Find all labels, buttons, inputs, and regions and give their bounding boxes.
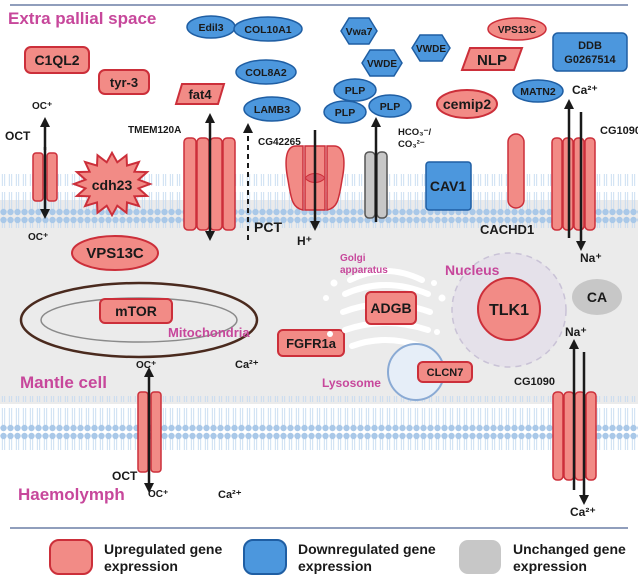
gene-nlp: NLP — [477, 52, 507, 69]
gene-clcn7: CLCN7 — [427, 367, 464, 379]
basal-membrane — [0, 396, 638, 450]
gene-mtor-box — [99, 298, 173, 324]
gene-vwde-shape-1 — [361, 49, 403, 77]
gene-ddb-line1: DDB — [578, 40, 602, 52]
gene-fat4: fat4 — [188, 87, 212, 102]
gene-clcn7-box — [417, 361, 473, 383]
gene-fgfr1a-box — [277, 329, 345, 357]
gene-lamb3: LAMB3 — [254, 104, 290, 116]
gene-adgb-box — [365, 291, 417, 325]
region-lysosome: Lysosome — [322, 376, 381, 390]
region-mitochondria: Mitochondria — [168, 325, 250, 340]
region-nucleus: Nucleus — [445, 262, 500, 278]
gene-col10a1-shape — [233, 16, 303, 42]
oct-label-bottom: OCT — [112, 469, 138, 483]
gene-vps13c-top-shape — [487, 17, 547, 41]
hco3-label-2: CO₃²⁻ — [398, 139, 425, 150]
oc-plus-bottom-1: OC⁺ — [136, 360, 156, 371]
ca2-cyto-label: Ca²⁺ — [235, 359, 259, 371]
legend-up-swatch — [49, 539, 93, 575]
gene-col8a2-shape — [235, 59, 297, 85]
cg1090-top-label: CG1090 — [600, 125, 638, 137]
gene-vps13c: VPS13C — [86, 245, 144, 262]
gene-vwde-shape-2 — [411, 34, 451, 62]
legend-up-line2: expression — [104, 558, 178, 574]
gene-cdh23: cdh23 — [92, 177, 133, 193]
gene-col8a2: COL8A2 — [245, 67, 287, 79]
legend-down-swatch — [243, 539, 287, 575]
gene-cachd1: CACHD1 — [480, 222, 534, 237]
oct-label-top: OCT — [5, 129, 31, 143]
gene-plp-shape-2 — [323, 100, 367, 124]
h-plus-label: H⁺ — [297, 234, 312, 248]
cg1090-bottom-label: CG1090 — [514, 376, 555, 388]
gene-vwde-2: VWDE — [416, 44, 446, 55]
gene-ca-shape — [572, 279, 622, 315]
gene-tlk1: TLK1 — [489, 302, 529, 319]
gene-plp-shape-1 — [333, 78, 377, 102]
gene-tyr3-box — [98, 69, 150, 95]
gene-ddb-line2: G0267514 — [564, 54, 616, 66]
oct-top-left — [32, 152, 44, 202]
ca2-top-label: Ca²⁺ — [572, 83, 598, 97]
legend-unchanged-line2: expression — [513, 558, 587, 574]
gene-plp-2: PLP — [335, 107, 355, 119]
gene-cav1: CAV1 — [430, 178, 467, 194]
region-haemolymph: Haemolymph — [18, 485, 125, 504]
oc-plus-bottom-2: OC⁺ — [148, 489, 168, 500]
golgi-label-1: Golgi — [340, 253, 366, 264]
golgi-label-2: apparatus — [340, 265, 388, 276]
gene-vps13c-top: VPS13C — [498, 25, 536, 36]
oct-top-right — [46, 152, 58, 202]
gene-nlp-shape — [460, 47, 524, 71]
gene-plp-1: PLP — [345, 85, 365, 97]
legend-down-line1: Downregulated gene — [298, 541, 436, 557]
gene-vwa7: Vwa7 — [346, 26, 373, 38]
hco3-label-1: HCO₃⁻/ — [398, 127, 432, 138]
gene-cdh23-shape — [71, 150, 153, 218]
oc-plus-top-1: OC⁺ — [32, 101, 52, 112]
gene-matn2: MATN2 — [520, 86, 556, 98]
legend-unchanged-line1: Unchanged gene — [513, 541, 626, 557]
legend-up-line1: Upregulated gene — [104, 541, 222, 557]
gene-plp-3: PLP — [380, 101, 400, 113]
tmem120a-label: TMEM120A — [128, 125, 181, 136]
gene-vwde-1: VWDE — [367, 59, 397, 70]
oc-plus-top-2: OC⁺ — [28, 232, 48, 243]
gene-tyr3: tyr-3 — [110, 75, 138, 90]
gene-cachd1-shape — [507, 133, 525, 209]
gene-c1ql2-box — [24, 46, 90, 74]
gene-ddb-box — [552, 32, 628, 72]
gene-fgfr1a: FGFR1a — [286, 336, 337, 351]
gene-c1ql2: C1QL2 — [34, 52, 79, 68]
gene-mtor: mTOR — [115, 303, 157, 319]
gene-vps13c-shape — [71, 235, 159, 271]
gene-cemip2-shape — [436, 89, 498, 119]
region-extra-pallial-space: Extra pallial space — [8, 9, 156, 28]
region-mantle-cell: Mantle cell — [20, 373, 107, 392]
legend-unchanged-swatch — [459, 540, 501, 574]
gene-matn2-shape — [512, 79, 564, 103]
gene-adgb: ADGB — [370, 300, 411, 316]
ca2-haemo-label: Ca²⁺ — [218, 489, 242, 501]
na-bottom-label: Na⁺ — [565, 325, 587, 339]
gene-cav1-box — [425, 161, 472, 211]
gene-ca: CA — [587, 289, 607, 305]
gene-edil3: Edil3 — [198, 22, 223, 34]
gene-cemip2: cemip2 — [443, 96, 491, 112]
golgi-vesicles — [323, 279, 446, 337]
gene-col10a1: COL10A1 — [244, 24, 291, 36]
gene-vwa7-shape — [340, 17, 378, 45]
gene-tlk1-shape — [477, 277, 541, 341]
gene-lamb3-shape — [243, 96, 301, 122]
na-top-label: Na⁺ — [580, 251, 602, 265]
legend-down-line2: expression — [298, 558, 372, 574]
cg42265-label: CG42265 — [258, 137, 301, 148]
gene-plp-shape-3 — [368, 94, 412, 118]
gene-fat4-shape — [174, 83, 226, 105]
ca2-bottom-label: Ca²⁺ — [570, 505, 596, 519]
pct-label: PCT — [254, 219, 282, 235]
